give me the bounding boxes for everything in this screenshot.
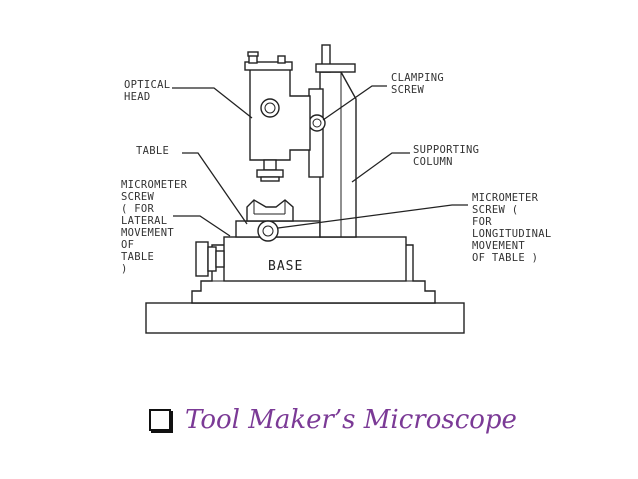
column-top-knob [315, 63, 356, 73]
checkbox-bullet-icon [149, 409, 171, 431]
carriage [308, 88, 324, 178]
caption-text: Tool Maker’s Microscope [185, 405, 517, 435]
longitudinal-screw [257, 220, 279, 242]
label-micrometer-longitudinal: MICROMETER SCREW ( FOR LONGITUDINAL MOVE… [472, 192, 558, 264]
label-clamping-screw: CLAMPING SCREW [391, 72, 451, 96]
lateral-knob [195, 241, 209, 277]
objective [263, 159, 277, 171]
table-fixture [246, 199, 294, 222]
optical-head [249, 67, 311, 161]
base-block [223, 236, 407, 282]
bottom-plate [145, 302, 465, 334]
label-supporting-column: SUPPORTING COLUMN [413, 144, 486, 168]
label-micrometer-lateral: MICROMETER SCREW ( FOR LATERAL MOVEMENT … [121, 179, 194, 275]
label-base: BASE [268, 259, 303, 274]
label-table: TABLE [136, 145, 169, 157]
caption: Tool Maker’s Microscope [149, 398, 517, 442]
clamping-screw [308, 114, 326, 132]
label-optical-head: OPTICAL HEAD [124, 79, 177, 103]
supporting-column [319, 71, 357, 238]
